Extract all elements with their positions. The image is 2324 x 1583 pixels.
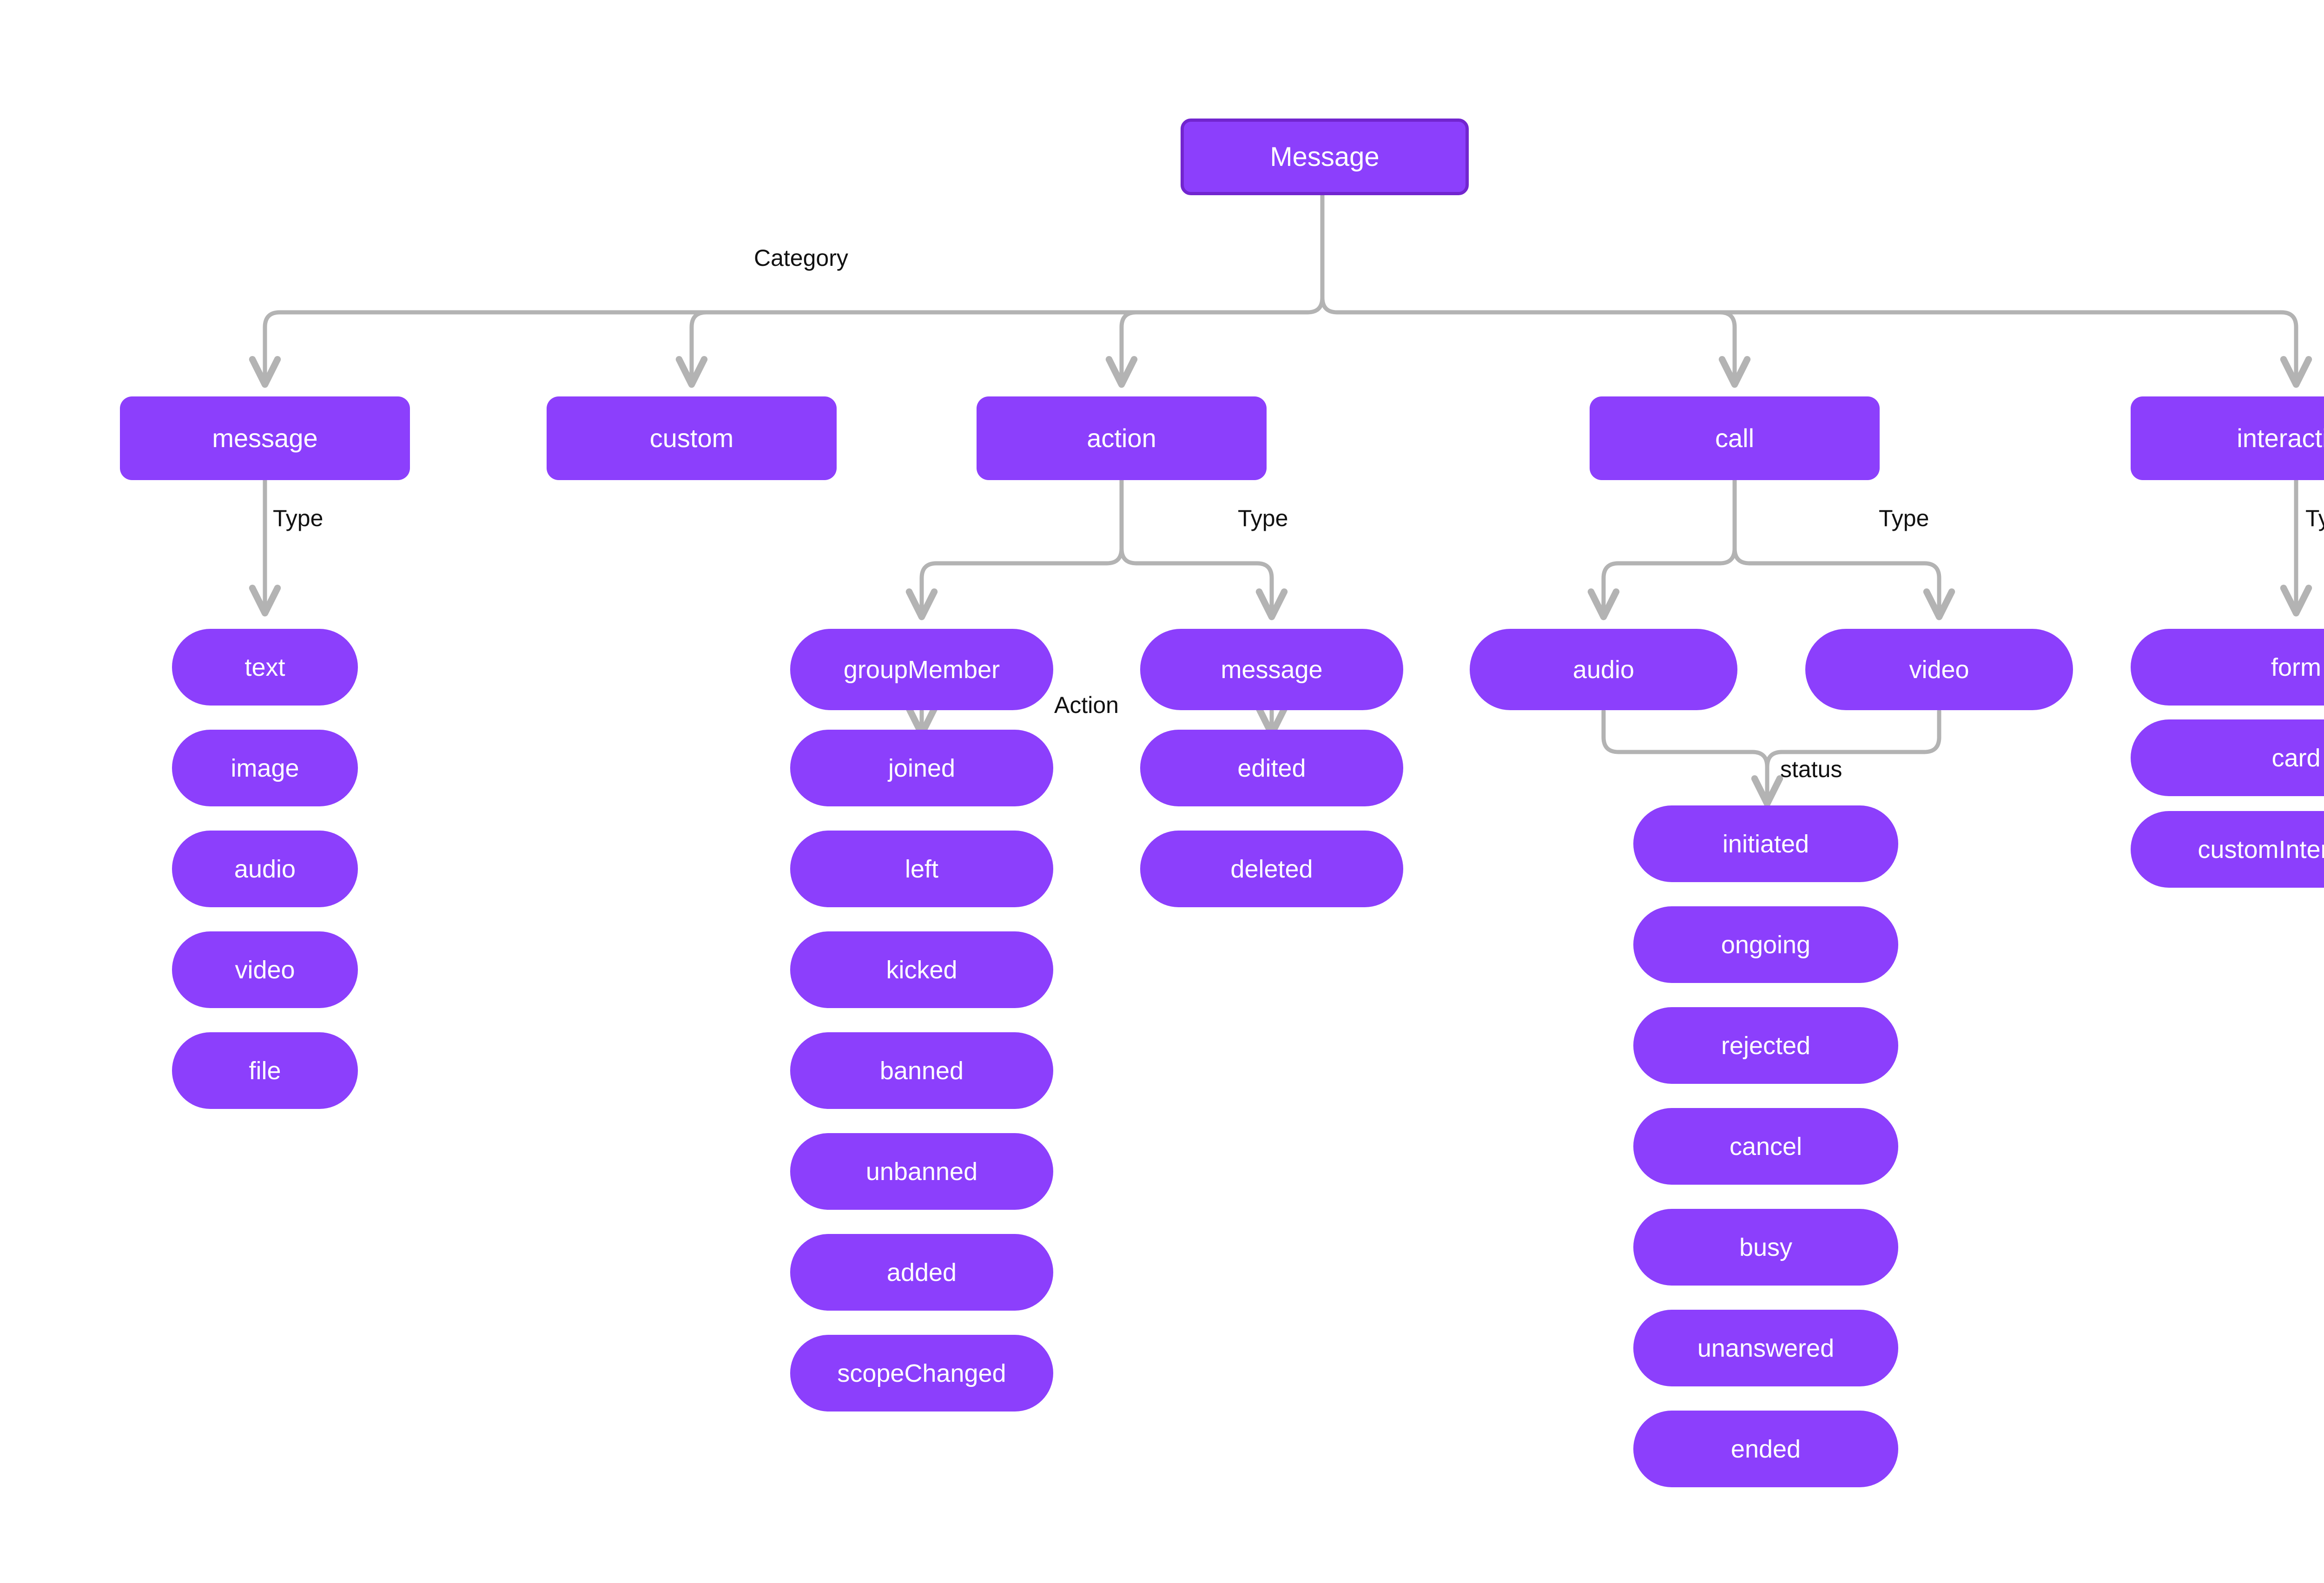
- edge-label-type-action: Type: [1238, 505, 1288, 531]
- node-interactive-type-form[interactable]: form: [2131, 629, 2324, 706]
- node-label: message: [1221, 655, 1323, 684]
- node-groupmember-action-added[interactable]: added: [790, 1234, 1053, 1311]
- node-category-custom[interactable]: custom: [547, 396, 837, 480]
- node-message-root[interactable]: Message: [1181, 119, 1469, 195]
- node-label: action: [1087, 423, 1156, 453]
- node-label: file: [249, 1056, 281, 1085]
- node-label: ongoing: [1721, 930, 1811, 959]
- node-category-interactive[interactable]: interactive: [2131, 396, 2324, 480]
- node-label: edited: [1237, 754, 1306, 782]
- node-label: added: [886, 1258, 957, 1286]
- node-action-type-message[interactable]: message: [1140, 629, 1403, 710]
- node-label: call: [1715, 423, 1755, 453]
- node-message-type-text[interactable]: text: [172, 629, 358, 706]
- node-groupmember-action-kicked[interactable]: kicked: [790, 931, 1053, 1008]
- node-interactive-type-card[interactable]: card: [2131, 719, 2324, 796]
- edge-label-status: status: [1780, 756, 1842, 782]
- node-groupmember-action-unbanned[interactable]: unbanned: [790, 1133, 1053, 1210]
- node-call-type-audio[interactable]: audio: [1470, 629, 1737, 710]
- node-message-action-edited[interactable]: edited: [1140, 730, 1403, 806]
- edge-label-type-message: Type: [273, 505, 324, 531]
- edge-label-type-interactive: Type: [2305, 505, 2324, 531]
- node-label: unanswered: [1697, 1334, 1835, 1362]
- node-label: banned: [879, 1056, 964, 1085]
- node-call-status-initiated[interactable]: initiated: [1633, 805, 1898, 882]
- node-call-type-video[interactable]: video: [1805, 629, 2073, 710]
- node-label: scopeChanged: [837, 1359, 1006, 1387]
- edge-label-action: Action: [1054, 692, 1119, 718]
- node-groupmember-action-joined[interactable]: joined: [790, 730, 1053, 806]
- node-groupmember-action-scopechanged[interactable]: scopeChanged: [790, 1335, 1053, 1412]
- node-label: busy: [1739, 1233, 1793, 1261]
- node-message-type-file[interactable]: file: [172, 1032, 358, 1109]
- node-label: groupMember: [843, 655, 1000, 684]
- node-label: ended: [1730, 1435, 1801, 1463]
- node-label: left: [905, 855, 939, 883]
- node-message-type-video[interactable]: video: [172, 931, 358, 1008]
- node-label: cancel: [1729, 1132, 1802, 1161]
- node-groupmember-action-left[interactable]: left: [790, 831, 1053, 907]
- node-message-type-audio[interactable]: audio: [172, 831, 358, 907]
- node-groupmember-action-banned[interactable]: banned: [790, 1032, 1053, 1109]
- edge-label-type-call: Type: [1879, 505, 1929, 531]
- node-call-status-unanswered[interactable]: unanswered: [1633, 1310, 1898, 1386]
- node-call-status-cancel[interactable]: cancel: [1633, 1108, 1898, 1185]
- node-call-status-rejected[interactable]: rejected: [1633, 1007, 1898, 1084]
- node-interactive-type-custominteractive[interactable]: customInteractive: [2131, 811, 2324, 888]
- node-category-action[interactable]: action: [977, 396, 1267, 480]
- node-label: audio: [1572, 655, 1635, 684]
- node-label: audio: [234, 855, 296, 883]
- node-call-status-busy[interactable]: busy: [1633, 1209, 1898, 1286]
- node-call-status-ongoing[interactable]: ongoing: [1633, 906, 1898, 983]
- node-label: card: [2271, 744, 2321, 772]
- node-label: form: [2271, 653, 2321, 681]
- node-label: text: [244, 653, 285, 681]
- node-label: Message: [1270, 141, 1380, 172]
- node-label: custom: [649, 423, 734, 453]
- node-category-message[interactable]: message: [120, 396, 410, 480]
- node-label: customInteractive: [2198, 835, 2324, 864]
- node-action-type-groupmember[interactable]: groupMember: [790, 629, 1053, 710]
- node-label: initiated: [1722, 830, 1809, 858]
- node-message-action-deleted[interactable]: deleted: [1140, 831, 1403, 907]
- node-category-call[interactable]: call: [1590, 396, 1880, 480]
- node-label: image: [231, 754, 299, 782]
- node-label: interactive: [2237, 423, 2324, 453]
- node-label: kicked: [886, 956, 957, 984]
- edge-label-category: Category: [754, 245, 848, 271]
- node-label: rejected: [1721, 1031, 1811, 1060]
- node-label: video: [235, 956, 295, 984]
- node-label: deleted: [1230, 855, 1313, 883]
- node-label: message: [212, 423, 318, 453]
- node-label: unbanned: [865, 1157, 978, 1186]
- node-call-status-ended[interactable]: ended: [1633, 1411, 1898, 1487]
- node-label: video: [1909, 655, 1969, 684]
- node-message-type-image[interactable]: image: [172, 730, 358, 806]
- node-label: joined: [888, 754, 956, 782]
